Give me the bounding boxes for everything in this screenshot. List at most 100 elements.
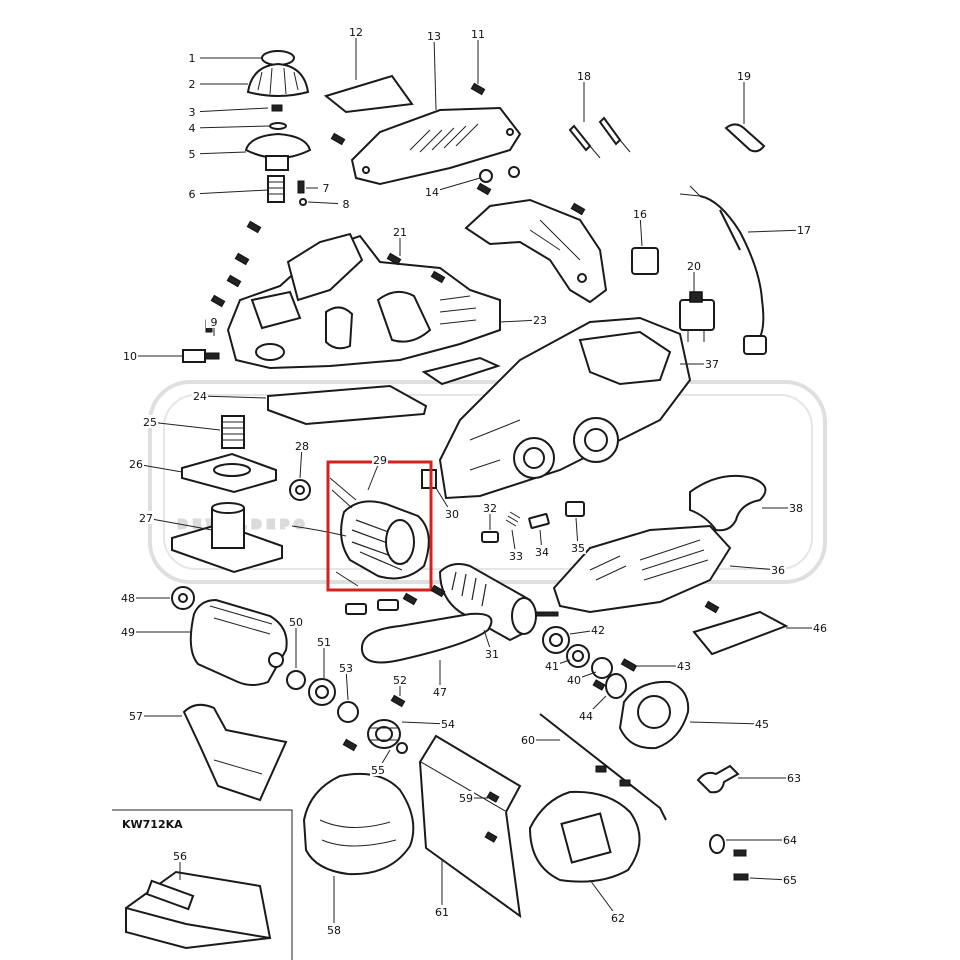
switch-plate-23b [421, 356, 501, 386]
belt-cover-13 [350, 106, 522, 186]
part-number-48: 48 [121, 592, 135, 605]
brush-34 [528, 513, 550, 529]
part-number-57: 57 [129, 710, 143, 723]
label-bg-8 [338, 197, 354, 210]
part-number-45: 45 [755, 718, 769, 731]
rebate-guide-62 [528, 790, 641, 883]
label-bg-57 [128, 709, 144, 722]
label-bg-27 [138, 511, 154, 524]
part-number-20: 20 [687, 260, 701, 273]
leader-line-3 [191, 107, 269, 113]
part-number-14: 14 [425, 186, 439, 199]
label-bg-11 [470, 27, 486, 40]
bearing-41 [566, 644, 590, 668]
label-bg-61 [434, 905, 450, 918]
label-bg-51 [316, 635, 332, 648]
label-bg-48 [120, 591, 136, 604]
bearing-51 [308, 678, 336, 706]
label-bg-44 [578, 709, 594, 722]
label-bg-2 [184, 77, 200, 90]
depth-knob [246, 62, 310, 97]
part-number-27: 27 [139, 512, 153, 525]
part-number-28: 28 [295, 440, 309, 453]
part-number-43: 43 [677, 660, 691, 673]
handle-half-23 [464, 198, 608, 304]
model-inset: KW712KA [112, 809, 293, 960]
leader-line-27 [145, 517, 213, 531]
label-bg-52 [392, 673, 408, 686]
label-bg-45 [754, 717, 770, 730]
label-bg-64 [782, 833, 798, 846]
part-number-42: 42 [591, 624, 605, 637]
label-bg-13 [426, 29, 442, 42]
part-number-41: 41 [545, 660, 559, 673]
part-number-62: 62 [611, 912, 625, 925]
chip-deflector-45 [618, 680, 690, 750]
leader-line-5 [191, 151, 247, 155]
part-number-25: 25 [143, 416, 157, 429]
label-bg-31 [484, 647, 500, 660]
part-number-3: 3 [189, 106, 196, 119]
dust-bag-58 [302, 772, 415, 876]
part-number-65: 65 [783, 874, 797, 887]
label-bg-29 [372, 453, 388, 466]
label-bg-10 [122, 349, 138, 362]
power-cord-17 [679, 185, 767, 355]
label-46 [692, 610, 789, 656]
leader-line-6 [191, 189, 269, 195]
adjust-screw-10 [182, 349, 220, 363]
label-bg-65 [782, 873, 798, 886]
screw-52 [390, 694, 406, 708]
part-number-26: 26 [129, 458, 143, 471]
label-bg-25 [142, 415, 158, 428]
part-number-60: 60 [521, 734, 535, 747]
leader-line-4 [191, 125, 271, 129]
brush-springs-18 [568, 116, 631, 159]
label-bg-38 [788, 501, 804, 514]
label-bg-12 [348, 25, 364, 38]
part-number-64: 64 [783, 834, 797, 847]
part-number-32: 32 [483, 502, 497, 515]
bearing-42 [542, 626, 570, 654]
part-number-35: 35 [571, 542, 585, 555]
bearing-28 [289, 479, 311, 501]
part-number-54: 54 [441, 718, 455, 731]
label-bg-43 [676, 659, 692, 672]
part-number-59: 59 [459, 792, 473, 805]
label-bg-37 [704, 357, 720, 370]
brush-holder-32 [481, 531, 499, 543]
label-bg-7 [318, 181, 334, 194]
label-bg-62 [610, 911, 626, 924]
parallel-fence-61 [418, 734, 522, 919]
guard-56 [125, 870, 272, 950]
wire-lead [291, 525, 359, 587]
label-bg-23 [532, 313, 548, 326]
label-bg-40 [566, 673, 582, 686]
part-number-51: 51 [317, 636, 331, 649]
part-number-46: 46 [813, 622, 827, 635]
field-coil-29 [329, 477, 430, 580]
part-number-34: 34 [535, 546, 549, 559]
pulley-54 [367, 719, 401, 749]
part-number-52: 52 [393, 674, 407, 687]
base-plate-27 [171, 502, 283, 574]
cord-guard-19 [724, 123, 766, 153]
front-base-casting [226, 232, 501, 370]
label-bg-46 [812, 621, 828, 634]
label-bg-54 [440, 717, 456, 730]
leader-line-25 [149, 421, 221, 431]
label-bg-24 [192, 389, 208, 402]
label-bg-36 [770, 563, 786, 576]
spring-33 [505, 511, 521, 527]
part-number-12: 12 [349, 26, 363, 39]
part-number-17: 17 [797, 224, 811, 237]
screw-65 [733, 873, 749, 881]
label-bg-63 [786, 771, 802, 784]
spring-25 [221, 415, 245, 449]
leader-line-24 [199, 395, 267, 399]
label-bg-49 [120, 625, 136, 638]
pulley-44 [592, 673, 627, 699]
part-number-11: 11 [471, 28, 485, 41]
